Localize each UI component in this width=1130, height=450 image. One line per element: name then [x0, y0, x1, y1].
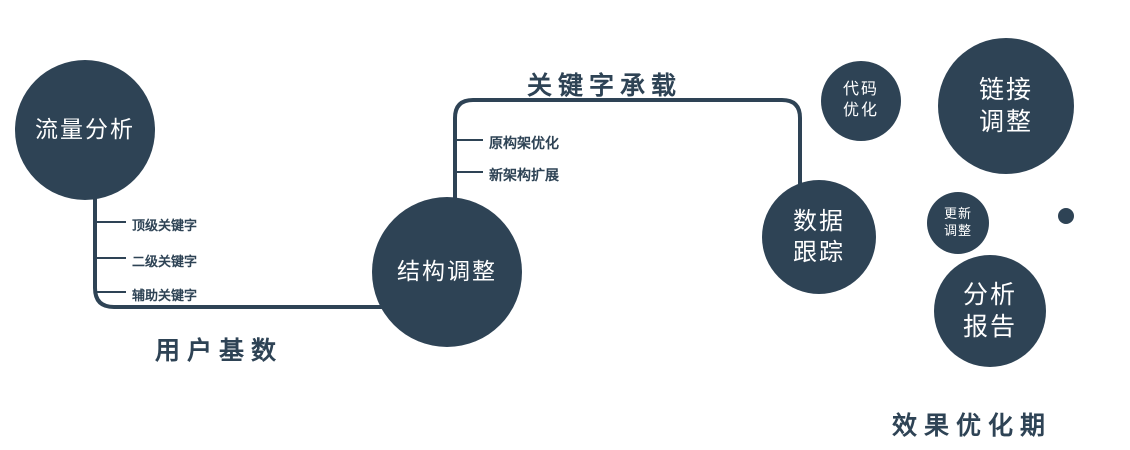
edge-label-effect-period: 效果优化期	[892, 412, 1053, 440]
node-link-adjust-line1: 链接	[978, 75, 1033, 104]
node-traffic-analysis-label: 流量分析	[35, 116, 135, 143]
branch-label-orig-arch: 原构架优化	[489, 135, 559, 151]
node-update-adjust-line2: 调整	[943, 223, 972, 238]
edge-label-user-base: 用户基数	[155, 337, 284, 365]
node-code-optimization-line2: 优化	[842, 102, 879, 119]
node-data-tracking-line2: 跟踪	[793, 239, 845, 266]
branch-label-second-keywords: 二级关键字	[132, 254, 198, 269]
node-traffic-analysis: 流量分析	[15, 60, 155, 200]
edge-traffic-to-structure	[93, 190, 392, 309]
bullet-dot	[1058, 208, 1074, 224]
node-data-tracking-line1: 数据	[793, 207, 845, 235]
node-structure-adjust: 结构调整	[372, 197, 522, 347]
node-link-adjust-line2: 调整	[978, 108, 1033, 136]
node-analysis-report-line1: 分析	[962, 280, 1017, 309]
edge-label-keyword-carry: 关键字承载	[527, 72, 683, 100]
node-analysis-report-line2: 报告	[962, 313, 1017, 341]
branch-label-top-keywords: 顶级关键字	[132, 218, 198, 233]
node-link-adjust: 链接 调整	[938, 38, 1074, 174]
node-update-adjust-line1: 更新	[943, 206, 972, 222]
node-code-optimization-line1: 代码	[842, 81, 879, 99]
branch-label-aux-keywords: 辅助关键字	[132, 288, 198, 303]
branch-label-new-arch: 新架构扩展	[489, 167, 559, 183]
node-update-adjust: 更新 调整	[927, 192, 989, 254]
node-analysis-report: 分析 报告	[934, 255, 1046, 367]
node-data-tracking: 数据 跟踪	[762, 180, 876, 294]
node-code-optimization: 代码 优化	[821, 61, 901, 141]
node-structure-adjust-label: 结构调整	[397, 258, 497, 285]
edge-structure-to-tracking	[453, 98, 802, 205]
